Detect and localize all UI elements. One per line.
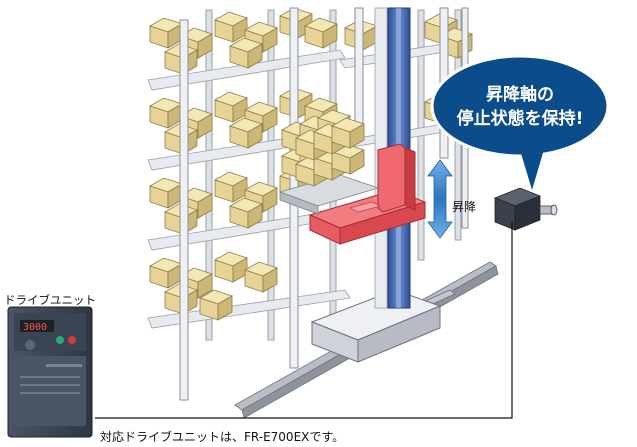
control-cable: [95, 222, 513, 419]
drive-unit: 3000: [7, 306, 93, 438]
callout-line-1: 昇降軸の: [486, 85, 554, 105]
drive-unit-label: ドライブユニット: [4, 293, 96, 307]
footnote: 対応ドライブユニットは、FR-E700EXです。: [100, 430, 345, 444]
lift-axis-label: 昇降: [452, 200, 477, 214]
pallet-load: [278, 109, 380, 215]
callout-bubble: [430, 54, 610, 190]
drive-display-readout: 3000: [23, 322, 47, 333]
motor-icon: [493, 187, 558, 231]
callout-text: 昇降軸の 停止状態を保持!: [446, 83, 594, 131]
crane-base: [310, 289, 442, 363]
callout-line-2: 停止状態を保持!: [456, 109, 584, 129]
lift-direction-arrow: [427, 159, 453, 239]
lift-carriage: [308, 143, 427, 245]
